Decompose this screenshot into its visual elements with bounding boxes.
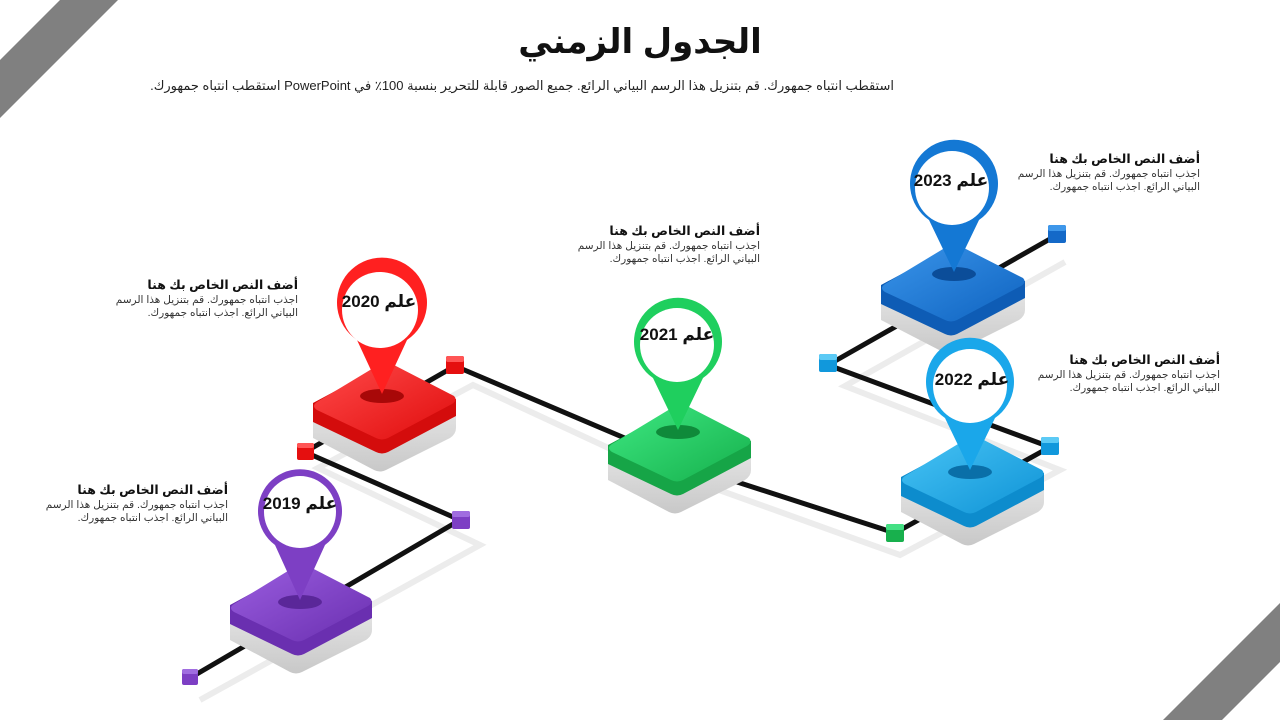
note-heading: أضف النص الخاص بك هنا bbox=[609, 224, 760, 238]
cube-purple-corner bbox=[452, 511, 470, 529]
platform-2020 bbox=[313, 362, 456, 472]
pin-base-shadow bbox=[948, 465, 992, 479]
cube-blue-end bbox=[1048, 225, 1066, 243]
note-2022: أضف النص الخاص بك هنا اجذب انتباه جمهورك… bbox=[1022, 352, 1220, 395]
note-body-line1: اجذب انتباه جمهورك. قم بتنزيل هذا الرسم bbox=[115, 294, 298, 306]
pin-2022-icon bbox=[926, 337, 1015, 470]
note-heading: أضف النص الخاص بك هنا bbox=[147, 278, 298, 292]
year-label-2023: علم 2023 bbox=[913, 171, 989, 190]
year-label-2020: علم 2020 bbox=[341, 292, 417, 311]
pin-base-shadow bbox=[360, 389, 404, 403]
note-2021: أضف النص الخاص بك هنا اجذب انتباه جمهورك… bbox=[562, 223, 760, 266]
platform-2021 bbox=[608, 404, 751, 514]
note-body-line1: اجذب انتباه جمهورك. قم بتنزيل هذا الرسم bbox=[1017, 168, 1200, 180]
page-title: الجدول الزمني bbox=[518, 23, 762, 61]
note-body-line1: اجذب انتباه جمهورك. قم بتنزيل هذا الرسم bbox=[577, 240, 760, 252]
cube-lightblue-left bbox=[819, 354, 837, 372]
cube-red-corner-high bbox=[446, 356, 464, 374]
pin-base-shadow bbox=[932, 267, 976, 281]
year-label-2019: علم 2019 bbox=[262, 494, 338, 513]
note-2023: أضف النص الخاص بك هنا اجذب انتباه جمهورك… bbox=[1002, 151, 1200, 194]
connector-cubes bbox=[182, 225, 1066, 685]
note-heading: أضف النص الخاص بك هنا bbox=[77, 483, 228, 497]
note-body-line2: البياني الرائع. اجذب انتباه جمهورك. bbox=[147, 307, 298, 319]
pin-2019-icon bbox=[258, 469, 343, 600]
pin-base-shadow bbox=[278, 595, 322, 609]
cube-red-corner-low bbox=[297, 443, 314, 460]
pin-2021-icon bbox=[634, 297, 722, 430]
platform-2022 bbox=[901, 436, 1044, 546]
year-label-2022: علم 2022 bbox=[934, 370, 1010, 389]
pin-2020-icon bbox=[337, 257, 428, 394]
platform-2019 bbox=[230, 564, 372, 674]
note-body-line2: البياني الرائع. اجذب انتباه جمهورك. bbox=[609, 253, 760, 265]
year-label-2021: علم 2021 bbox=[639, 325, 715, 344]
note-2019: أضف النص الخاص بك هنا اجذب انتباه جمهورك… bbox=[30, 482, 228, 525]
cube-purple-start bbox=[182, 669, 198, 685]
note-body-line1: اجذب انتباه جمهورك. قم بتنزيل هذا الرسم bbox=[45, 499, 228, 511]
note-body-line1: اجذب انتباه جمهورك. قم بتنزيل هذا الرسم bbox=[1037, 369, 1220, 381]
page-subtitle: استقطب انتباه جمهورك. قم بتنزيل هذا الرس… bbox=[150, 78, 894, 93]
cube-green-corner bbox=[886, 524, 904, 542]
note-2020: أضف النص الخاص بك هنا اجذب انتباه جمهورك… bbox=[100, 277, 298, 320]
note-body-line2: البياني الرائع. اجذب انتباه جمهورك. bbox=[1049, 181, 1200, 193]
platform-2023 bbox=[881, 244, 1025, 354]
cube-lightblue-corner bbox=[1041, 437, 1059, 455]
note-heading: أضف النص الخاص بك هنا bbox=[1069, 353, 1220, 367]
note-body-line2: البياني الرائع. اجذب انتباه جمهورك. bbox=[1069, 382, 1220, 394]
note-body-line2: البياني الرائع. اجذب انتباه جمهورك. bbox=[77, 512, 228, 524]
pin-base-shadow bbox=[656, 425, 700, 439]
note-heading: أضف النص الخاص بك هنا bbox=[1049, 152, 1200, 166]
pin-2023-icon bbox=[910, 139, 999, 272]
